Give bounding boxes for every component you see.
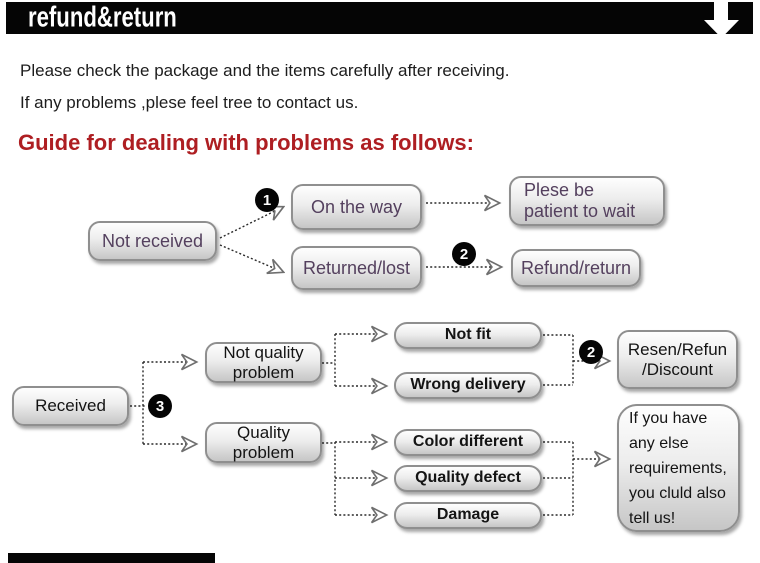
badge-3: 3 [148, 394, 172, 418]
node-color-different: Color different [394, 429, 542, 456]
node-received: Received [12, 386, 129, 426]
node-quality-defect: Quality defect [394, 465, 542, 492]
intro-line-2: If any problems ,plese feel tree to cont… [20, 93, 359, 112]
badge-2-flow2: 2 [579, 340, 603, 364]
page-title: refund&return [28, 1, 177, 33]
node-refund-return: Refund/return [511, 249, 641, 287]
node-wrong-delivery: Wrong delivery [394, 372, 542, 399]
node-not-received: Not received [88, 221, 217, 261]
header-bar: refund&return [6, 1, 753, 34]
node-resend-refund-discount: Resen/Refun /Discount [617, 330, 738, 389]
badge-2-flow1: 2 [452, 242, 476, 266]
bottom-bar [8, 553, 215, 563]
down-arrow-icon [704, 0, 739, 38]
node-any-else-requirements: If you have any else requirements, you c… [617, 404, 740, 532]
node-damage: Damage [394, 502, 542, 529]
node-not-quality-problem: Not quality problem [205, 342, 322, 383]
node-returned-lost: Returned/lost [291, 246, 422, 290]
node-not-fit: Not fit [394, 322, 542, 349]
node-on-the-way: On the way [291, 184, 422, 230]
node-be-patient: Plese be patient to wait [509, 176, 665, 226]
intro-line-1: Please check the package and the items c… [20, 61, 510, 80]
badge-1: 1 [255, 188, 279, 212]
guide-heading: Guide for dealing with problems as follo… [18, 130, 474, 155]
node-quality-problem: Quality problem [205, 422, 322, 463]
